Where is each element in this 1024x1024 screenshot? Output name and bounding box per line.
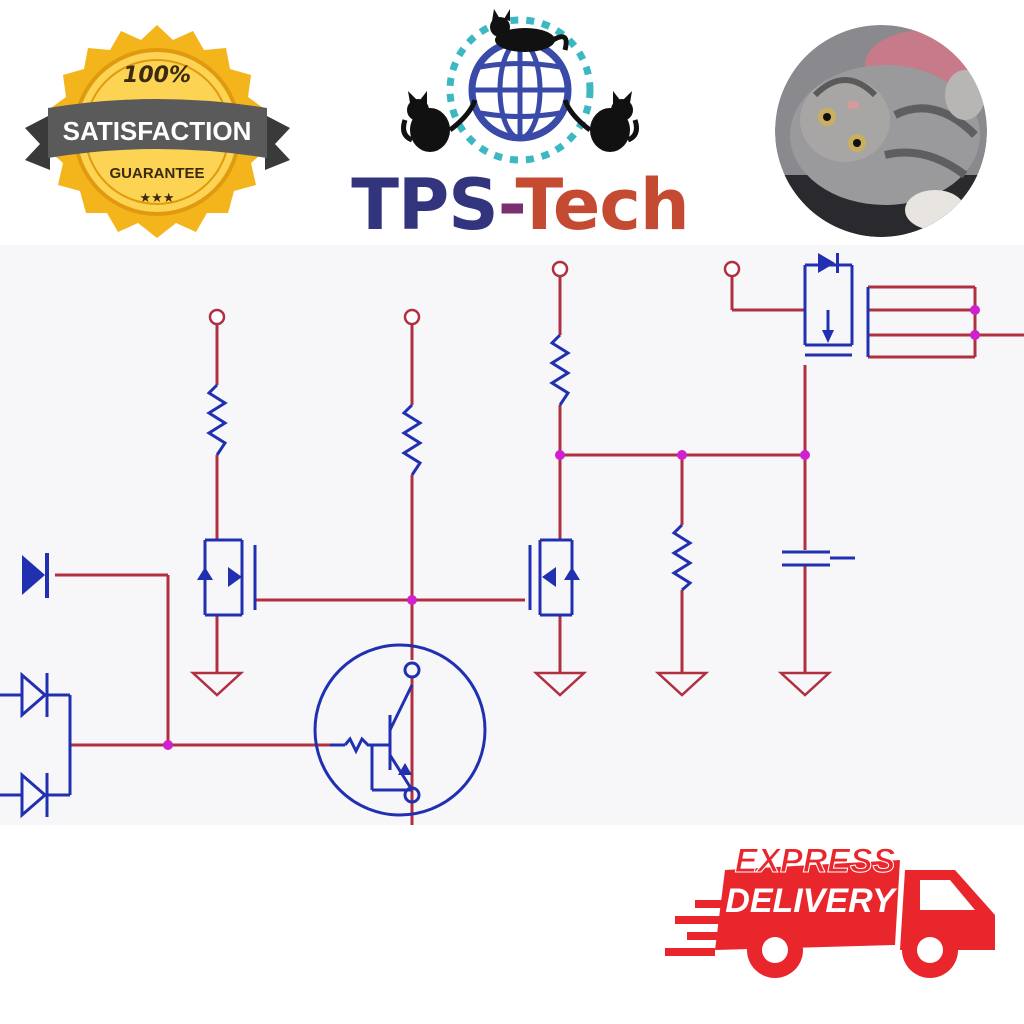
brand-name-part1: TPS (351, 164, 498, 246)
brand-name-dash: - (497, 164, 517, 246)
delivery-line1: EXPRESS (735, 842, 896, 880)
badge-banner-text: SATISFACTION (63, 116, 252, 146)
satisfaction-guarantee-badge: 100% SATISFACTION GUARANTEE ★★★ (25, 25, 290, 238)
brand-name: TPS-Tech (330, 165, 710, 245)
globe-with-cats-icon (401, 9, 639, 164)
brand-name-part2: Tech (515, 164, 689, 246)
circuit-schematic (0, 245, 1024, 825)
delivery-line2: DELIVERY (725, 882, 898, 920)
badge-ribbon (25, 99, 290, 170)
cat-photo (775, 25, 987, 237)
delivery-truck-icon: EXPRESS DELIVERY (665, 842, 995, 978)
badge-stars: ★★★ (140, 191, 175, 206)
badge-bottom-text: GUARANTEE (109, 165, 204, 182)
badge-top-text: 100% (123, 63, 191, 88)
